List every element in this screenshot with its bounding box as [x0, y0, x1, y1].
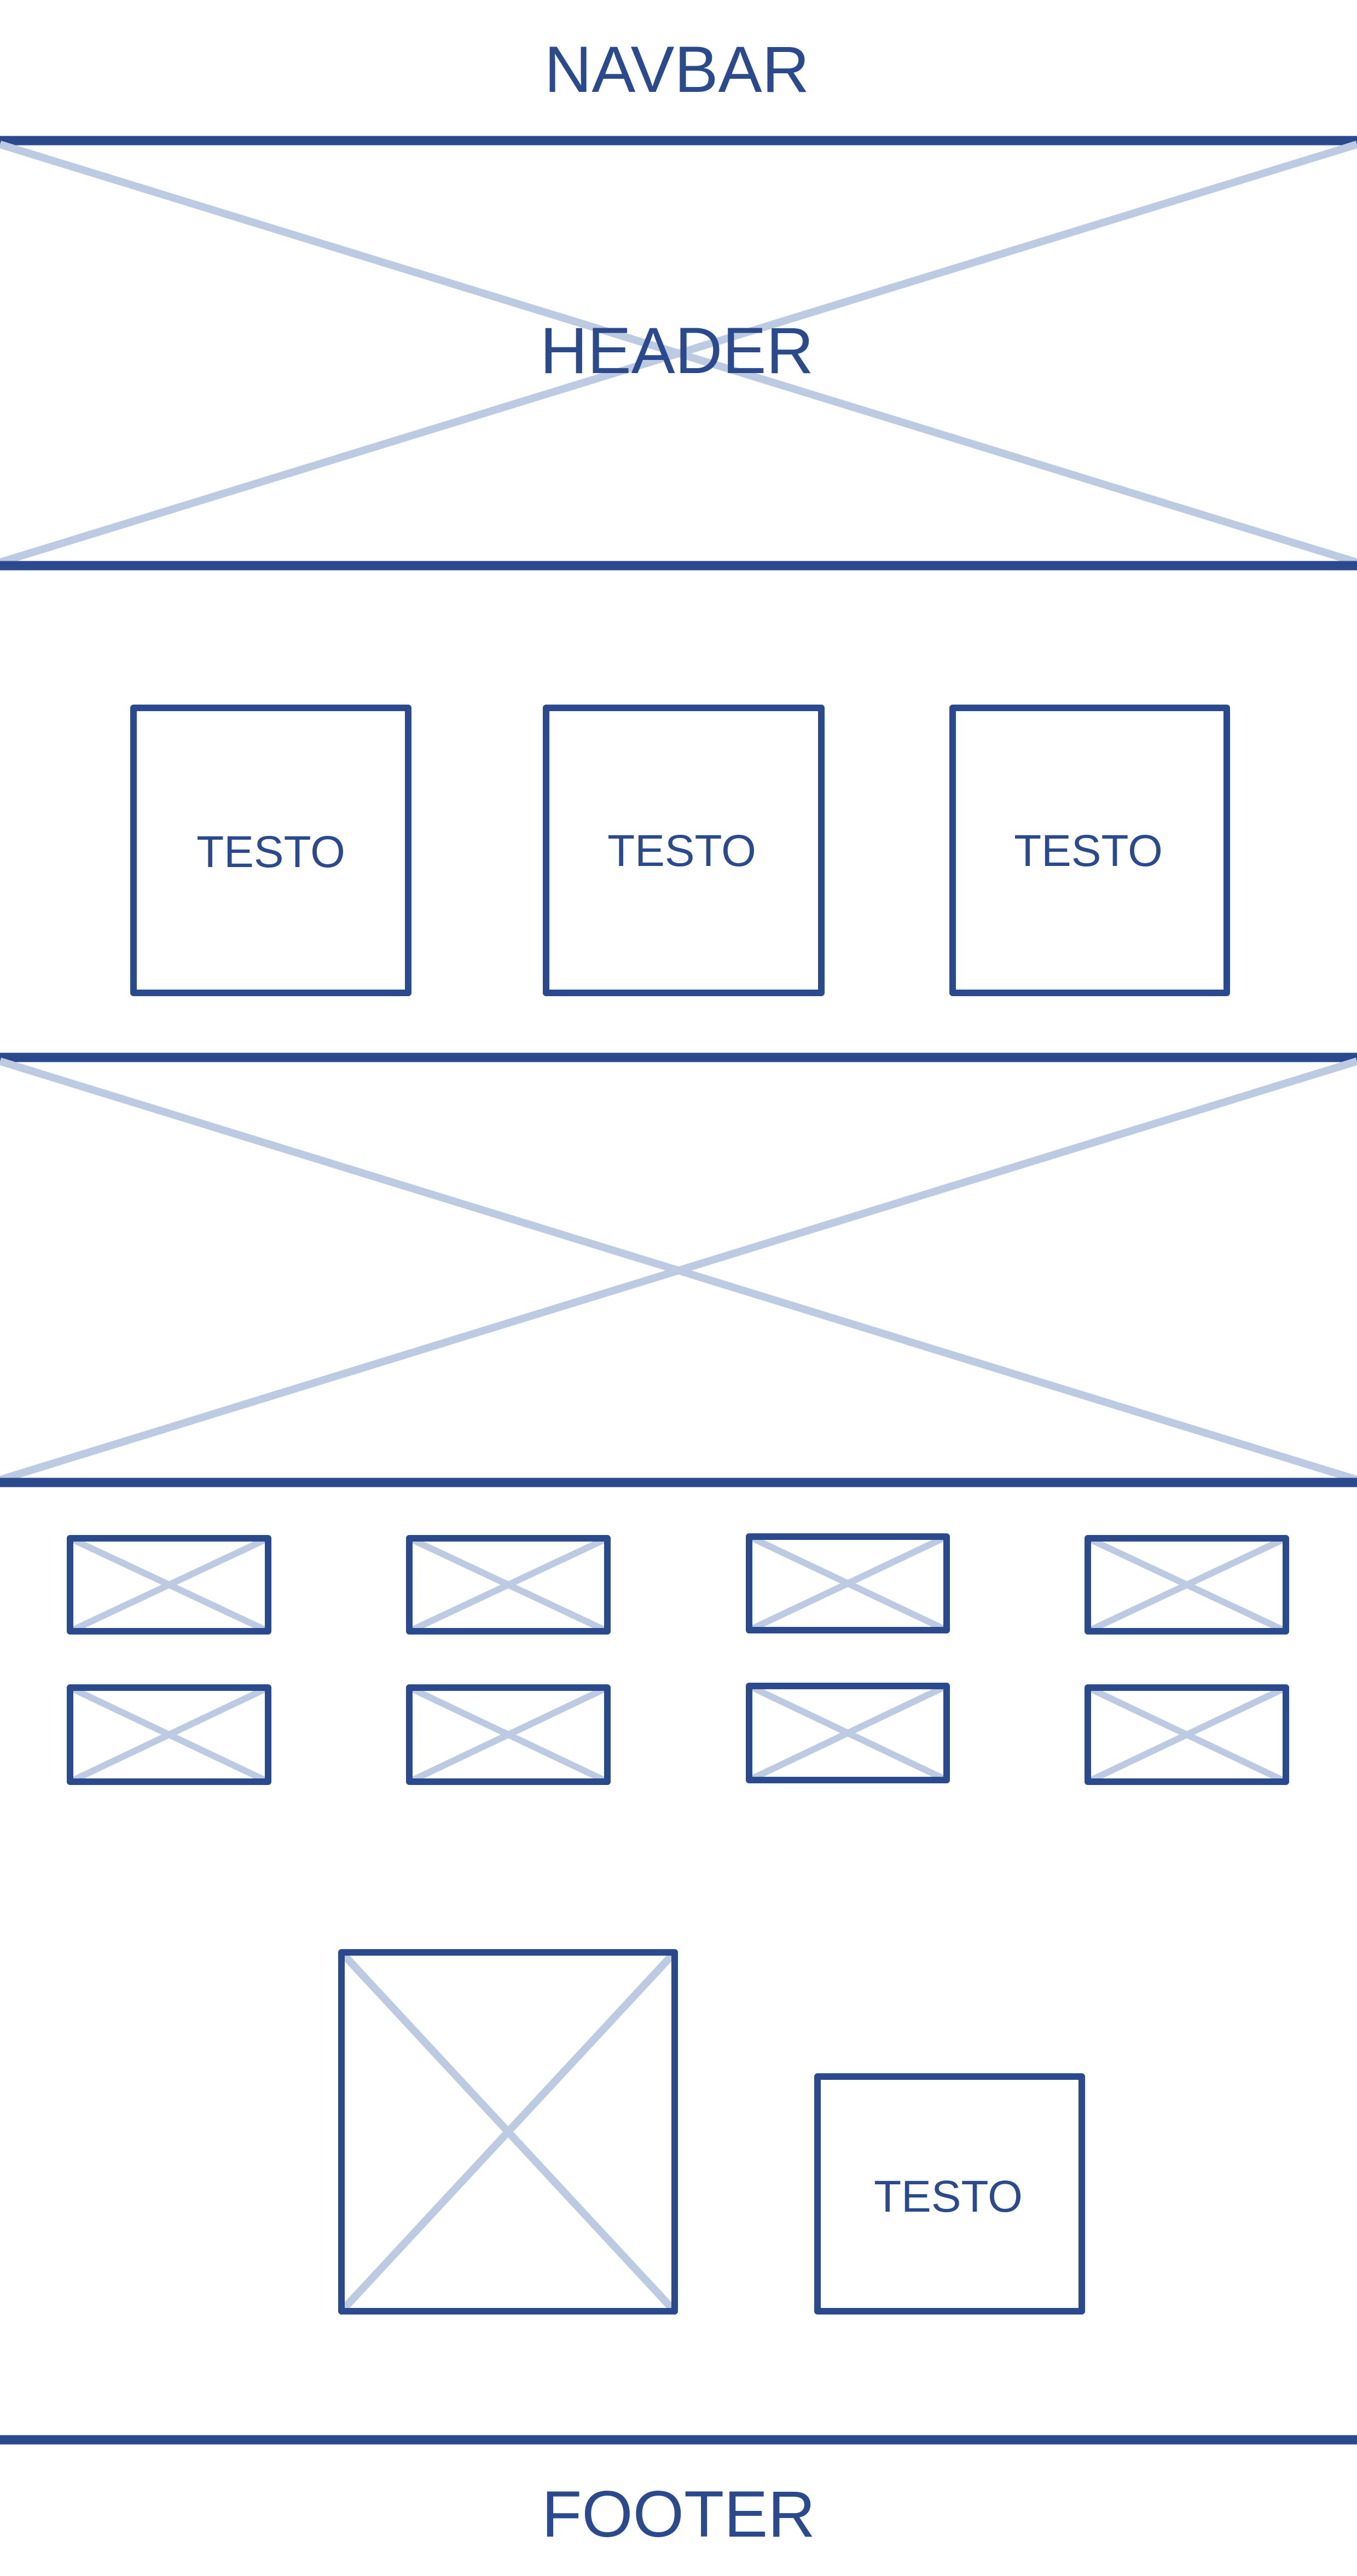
text-box-1: TESTO — [130, 705, 411, 996]
text-box-frame — [130, 705, 411, 996]
banner-cross-line — [0, 1057, 1357, 1484]
feature-image-frame — [338, 1949, 678, 2315]
gallery-thumbnail — [1085, 1535, 1289, 1635]
header-image-placeholder — [0, 141, 1357, 566]
feature-image-placeholder — [338, 1949, 678, 2315]
gallery-thumbnail — [746, 1533, 950, 1633]
text-box-label: TESTO — [1014, 826, 1163, 876]
feature-text-label: TESTO — [874, 2172, 1023, 2222]
feature-text-frame — [814, 2073, 1085, 2315]
text-box-2: TESTO — [543, 705, 825, 996]
gallery-thumbnail — [67, 1684, 271, 1785]
gallery-thumbnail — [406, 1535, 611, 1635]
text-box-label: TESTO — [607, 826, 756, 876]
gallery-thumbnail — [406, 1684, 611, 1785]
feature-text-box: TESTO — [814, 2073, 1085, 2315]
gallery-thumbnail — [746, 1683, 950, 1783]
gallery-thumbnail — [67, 1535, 271, 1635]
text-box-frame — [543, 705, 825, 996]
navbar-label: NAVBAR — [544, 33, 810, 106]
banner-image-placeholder — [0, 1057, 1357, 1484]
header-cross-line — [0, 141, 1357, 566]
footer-label: FOOTER — [542, 2478, 815, 2551]
feature-cross-line — [338, 1950, 678, 2314]
header-label: HEADER — [540, 314, 814, 387]
text-box-label: TESTO — [196, 827, 345, 877]
text-box-frame — [949, 705, 1230, 996]
gallery-thumbnail — [1085, 1684, 1289, 1785]
text-box-3: TESTO — [949, 705, 1230, 996]
